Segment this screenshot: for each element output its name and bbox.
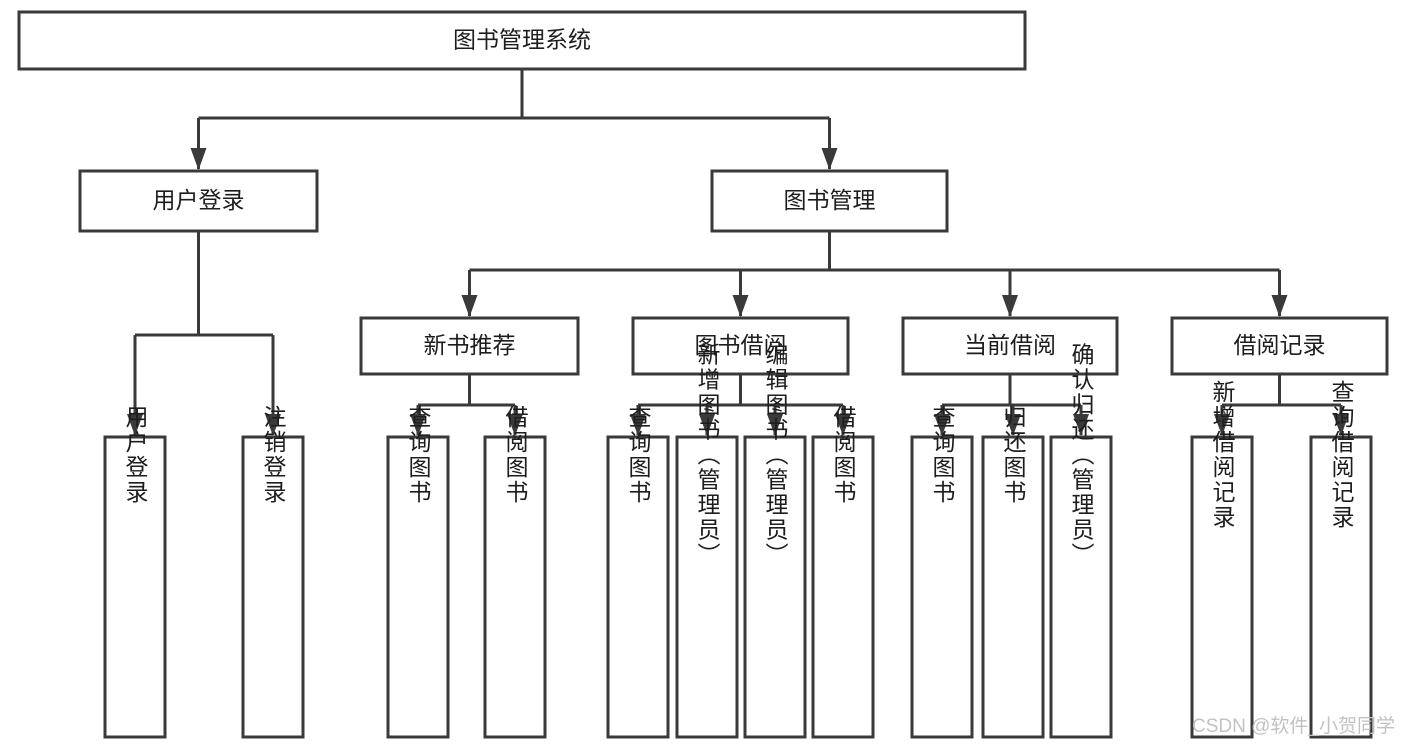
node-leaf-edit-book[interactable]: 编辑图书（管理员） [743,343,807,739]
node-leaf-add-book[interactable]: 新增图书（管理员） [675,343,739,739]
node-leaf-return-book[interactable]: 归还图书 [981,405,1045,739]
node-label: 借阅记录 [1234,332,1326,358]
node-book-management[interactable]: 图书管理 [710,169,949,233]
node-label: 查询图书 [405,405,432,505]
node-label: 借阅图书 [502,405,529,505]
node-leaf-borrow-book-2[interactable]: 借阅图书 [811,405,875,739]
csdn-watermark: CSDN @软件_小贺同学 [1192,715,1395,737]
node-label: 新增图书（管理员） [694,343,721,568]
connector-lines [127,69,1349,436]
node-label: 新书推荐 [424,332,516,358]
node-leaf-add-record[interactable]: 新增借阅记录 [1190,380,1254,739]
node-book-borrow[interactable]: 图书借阅 [631,316,850,376]
node-leaf-borrow-book-1[interactable]: 借阅图书 [483,405,547,739]
node-leaf-confirm-return[interactable]: 确认归还（管理员） [1049,343,1113,739]
node-root[interactable]: 图书管理系统 [17,10,1027,71]
node-new-book-recommend[interactable]: 新书推荐 [359,316,580,376]
node-label: 新增借阅记录 [1209,380,1236,530]
node-label: 查询借阅记录 [1328,380,1355,530]
node-borrow-record[interactable]: 借阅记录 [1170,316,1389,376]
node-label: 编辑图书（管理员） [762,343,789,568]
node-label: 用户登录 [122,405,149,505]
node-label: 查询图书 [625,405,652,505]
node-leaf-query-book-3[interactable]: 查询图书 [910,405,974,739]
node-leaf-query-record[interactable]: 查询借阅记录 [1309,380,1373,739]
node-current-borrow[interactable]: 当前借阅 [901,316,1119,376]
node-boxes: 图书管理系统用户登录图书管理新书推荐图书借阅当前借阅借阅记录用户登录注销登录查询… [17,10,1389,739]
node-label: 借阅图书 [830,405,857,505]
node-label: 归还图书 [1000,405,1027,505]
node-label: 查询图书 [929,405,956,505]
node-leaf-query-book-1[interactable]: 查询图书 [386,405,450,739]
node-leaf-query-book-2[interactable]: 查询图书 [606,405,670,739]
node-label: 用户登录 [153,187,245,213]
node-label: 注销登录 [260,405,287,505]
node-label: 图书借阅 [695,332,787,358]
node-label: 确认归还（管理员） [1068,343,1095,568]
node-leaf-logout[interactable]: 注销登录 [241,405,305,739]
node-user-login[interactable]: 用户登录 [78,169,319,233]
node-leaf-user-login[interactable]: 用户登录 [103,405,167,739]
node-label: 图书管理系统 [453,27,591,53]
node-label: 图书管理 [784,187,876,213]
node-label: 当前借阅 [964,332,1056,358]
